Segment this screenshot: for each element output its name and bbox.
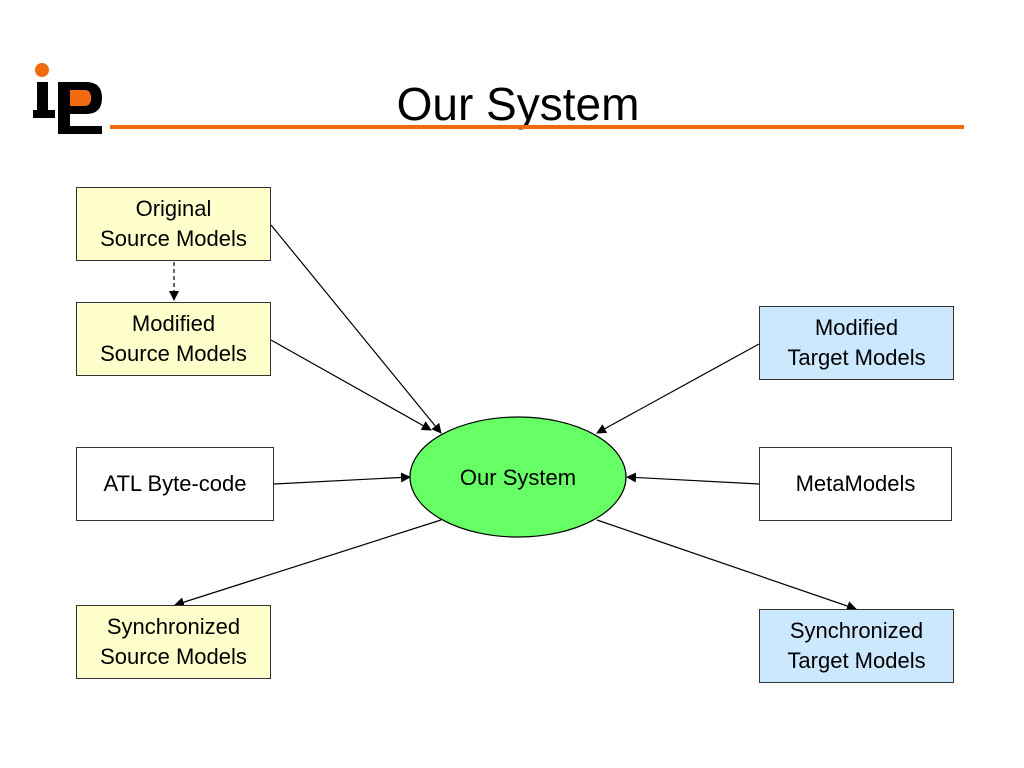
title-underline [110, 125, 964, 129]
arrow-system-to-sync-target [596, 519, 857, 611]
arrow-original-source-to-system [270, 224, 442, 434]
arrow-metamodels-to-system [626, 472, 760, 485]
arrow-atl-to-system [273, 472, 411, 485]
node-synchronized-target-models: Synchronized Target Models [759, 609, 954, 683]
ip-logo-icon [33, 63, 102, 134]
arrow-system-to-sync-source [174, 519, 442, 608]
node-original-source-models: Original Source Models [76, 187, 271, 261]
node-synchronized-source-models: Synchronized Source Models [76, 605, 271, 679]
node-atl-bytecode: ATL Byte-code [76, 447, 274, 521]
node-metamodels: MetaModels [759, 447, 952, 521]
system-node-ellipse [409, 416, 627, 538]
node-modified-target-models: Modified Target Models [759, 306, 954, 380]
arrow-modified-target-to-system [596, 343, 760, 434]
system-node-label: Our System [459, 465, 577, 490]
arrow-modified-source-to-system [270, 339, 432, 431]
node-modified-source-models: Modified Source Models [76, 302, 271, 376]
slide-title: Our System [396, 78, 640, 130]
